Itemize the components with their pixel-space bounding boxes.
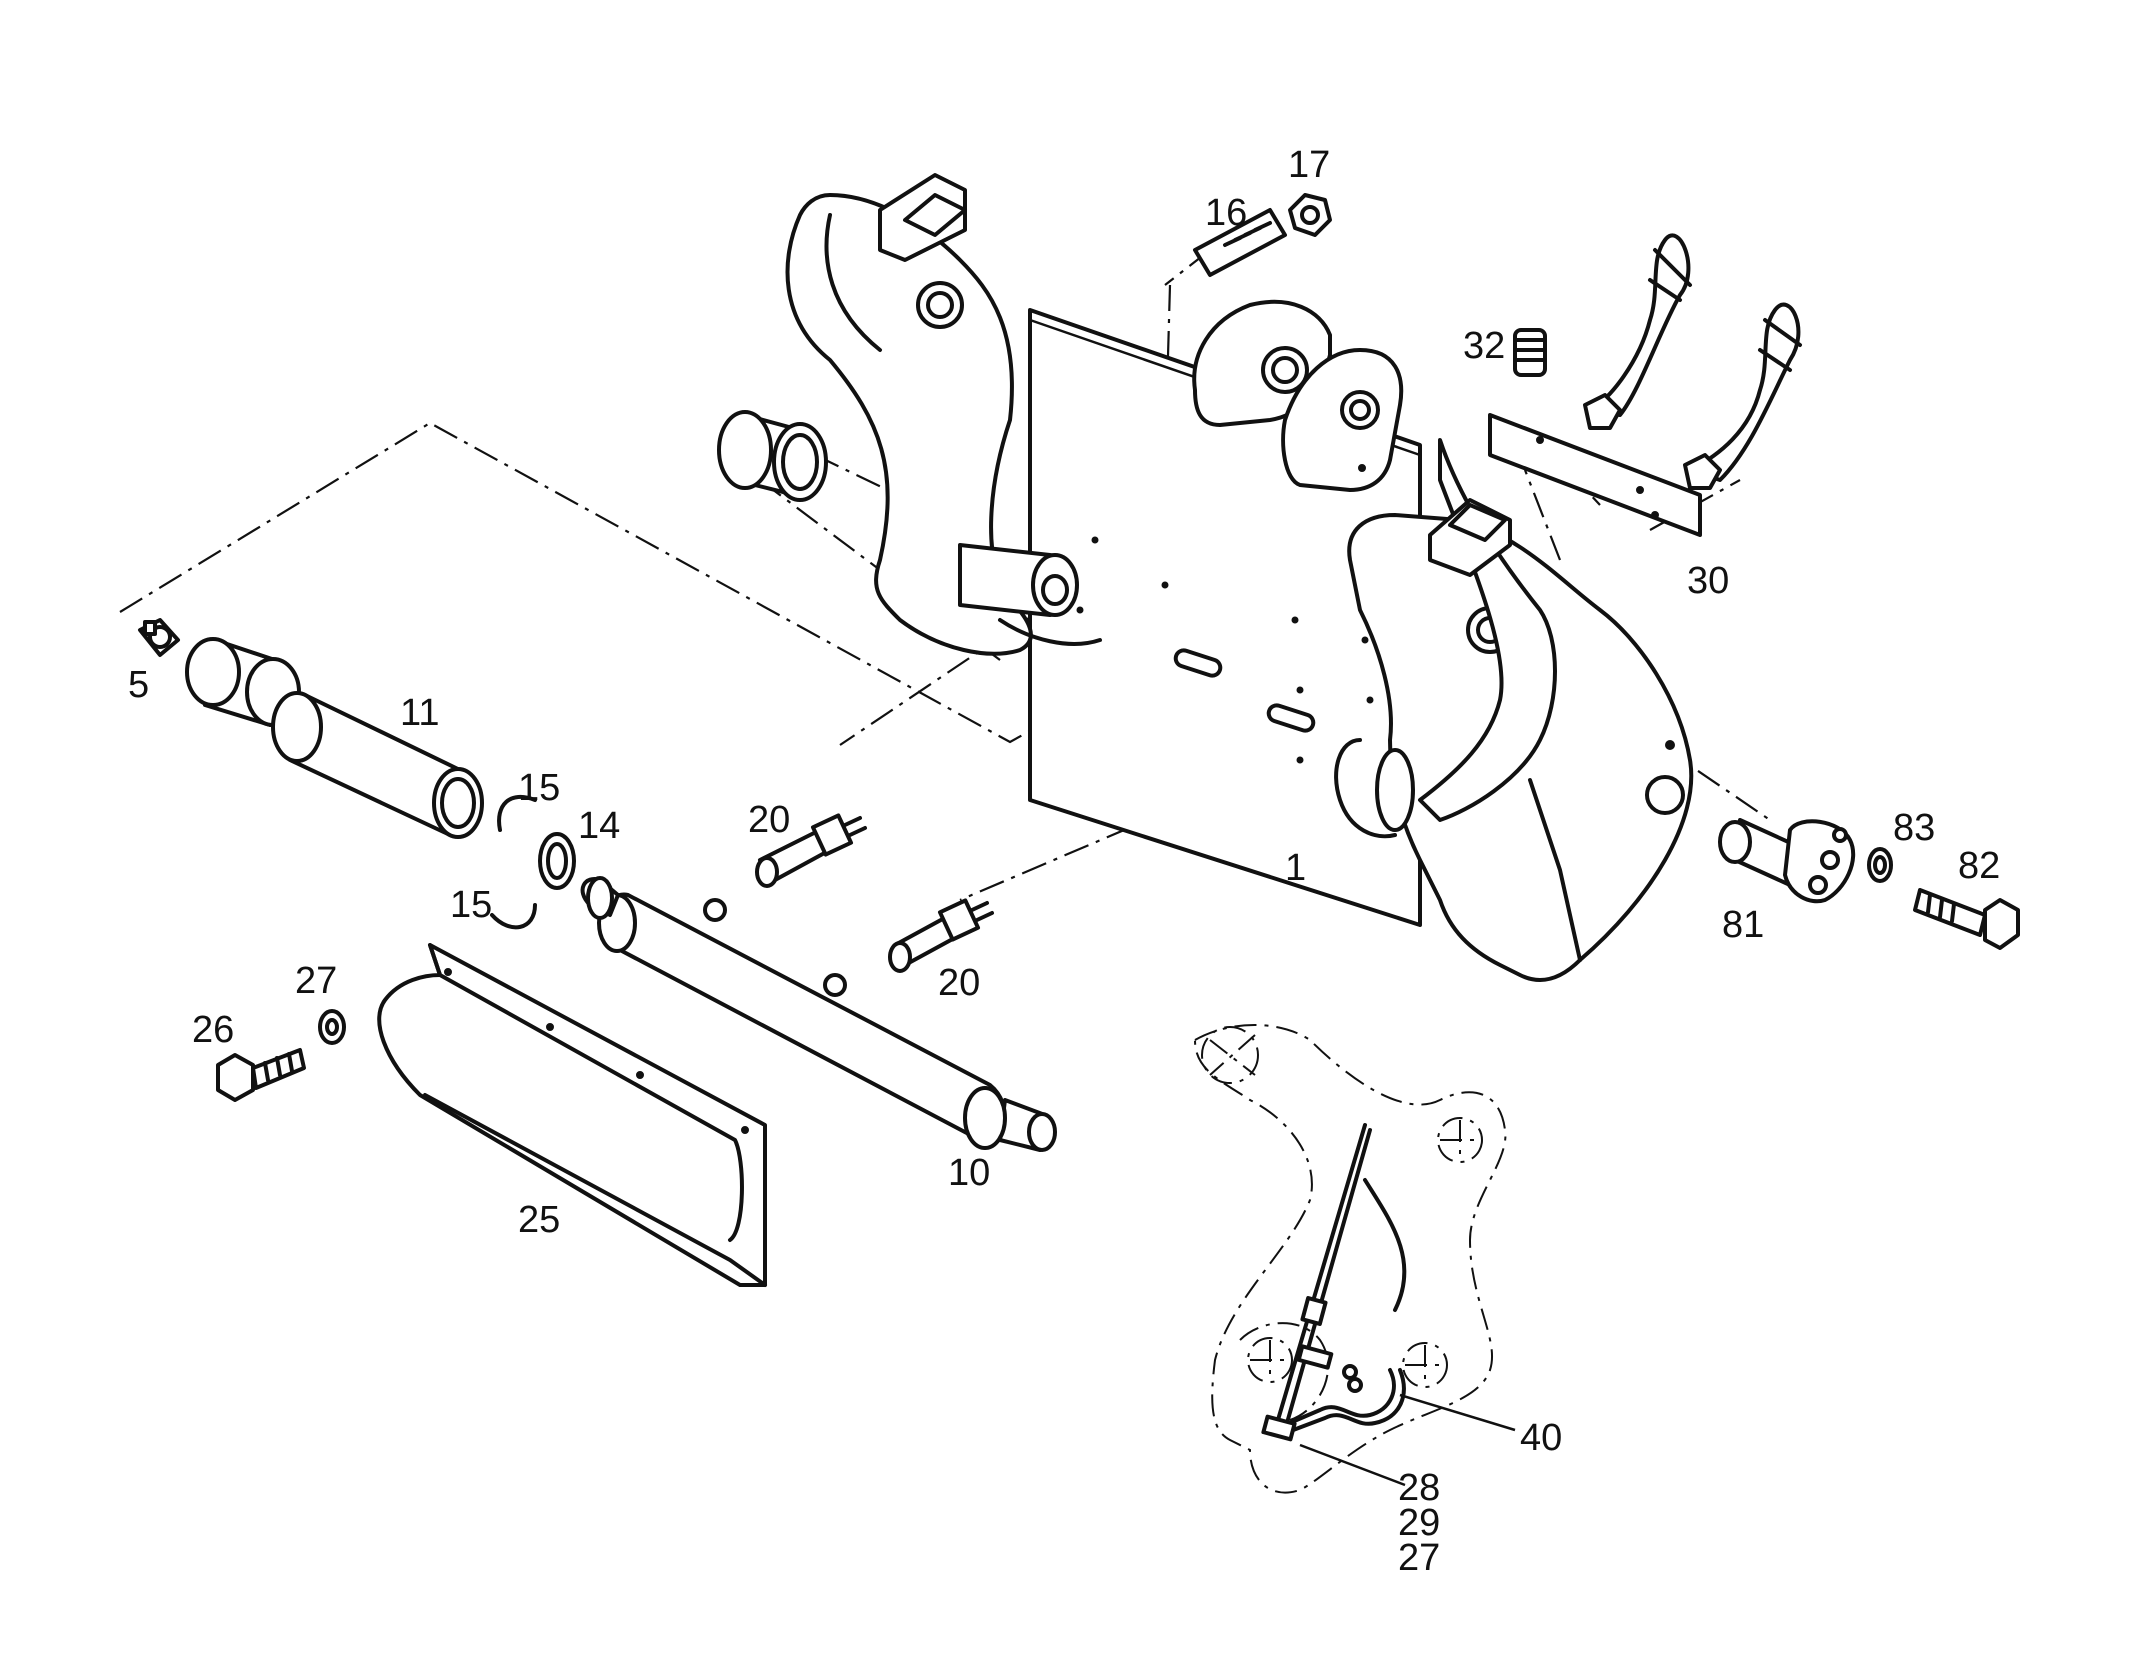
part-17-nut	[1288, 193, 1332, 237]
part-83-washer	[1867, 847, 1893, 883]
part-11-sleeve	[185, 637, 484, 839]
label-part-14: 14	[578, 805, 620, 847]
label-part-28: 28	[1398, 1467, 1440, 1509]
label-part-32: 32	[1463, 325, 1505, 367]
label-part-82: 82	[1958, 845, 2000, 887]
label-part-27-inset: 27	[1398, 1537, 1440, 1579]
part-26-bolt	[216, 1048, 306, 1102]
part-16-stud	[1193, 208, 1287, 277]
part-32-plug	[1513, 328, 1547, 377]
label-part-15-upper: 15	[518, 767, 560, 809]
inset-pipe-routing	[1193, 1024, 1516, 1494]
part-20-fitting-lower	[888, 898, 994, 973]
label-part-20-upper: 20	[748, 799, 790, 841]
label-part-1: 1	[1285, 847, 1306, 889]
label-part-83: 83	[1893, 807, 1935, 849]
label-part-25: 25	[518, 1199, 560, 1241]
part-5-grease-nipple	[138, 618, 180, 657]
part-27-washer	[318, 1009, 346, 1045]
label-part-15-lower: 15	[450, 884, 492, 926]
part-10-cylinder	[580, 876, 1057, 1152]
label-part-30: 30	[1687, 560, 1729, 602]
label-part-5: 5	[128, 664, 149, 706]
part-30-plate	[1488, 413, 1702, 537]
label-part-40: 40	[1520, 1417, 1562, 1459]
part-81-pin	[1718, 818, 1856, 904]
part-15-circlip-lower	[490, 903, 537, 930]
label-part-29: 29	[1398, 1502, 1440, 1544]
bushing	[717, 410, 828, 502]
main-frame-part-1	[785, 173, 1694, 982]
label-part-81: 81	[1722, 904, 1764, 946]
label-part-16: 16	[1205, 192, 1247, 234]
label-part-20-lower: 20	[938, 962, 980, 1004]
label-part-17: 17	[1288, 144, 1330, 186]
label-part-27: 27	[295, 960, 337, 1002]
hydraulic-hoses	[1583, 233, 1802, 490]
label-part-11: 11	[400, 692, 439, 734]
label-part-10: 10	[948, 1152, 990, 1194]
part-15-circlip-upper	[497, 794, 537, 832]
part-20-fitting-upper	[755, 813, 867, 888]
label-part-26: 26	[192, 1009, 234, 1051]
part-labels: 1 5 11 15 14 15 20 20 10 25 26 27 16 17 …	[128, 144, 2000, 1579]
part-25-cover	[377, 943, 767, 1287]
part-14-washer	[538, 832, 576, 890]
part-82-bolt	[1913, 888, 2020, 950]
